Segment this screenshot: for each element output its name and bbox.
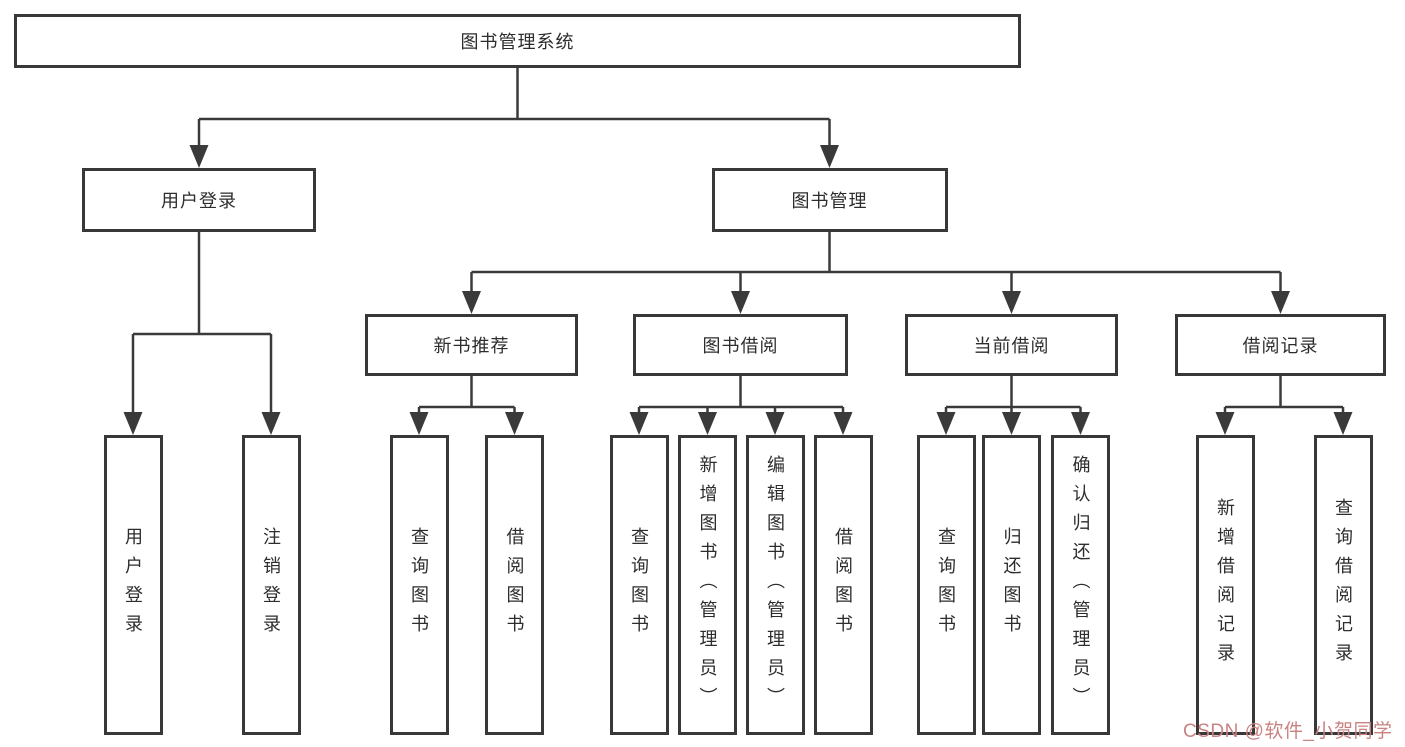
watermark: CSDN @软件_小贺同学 (1183, 721, 1393, 742)
node-book-management: 图书管理 (711, 168, 948, 232)
leaf-label: 查询借阅记录 (1333, 498, 1353, 672)
leaf-label: 查询图书 (629, 527, 649, 643)
leaf-label: 查询图书 (409, 527, 429, 643)
arrowheads (123, 145, 1353, 435)
leaf-logout: 注销登录 (241, 435, 301, 735)
leaf-label: 新增借阅记录 (1215, 498, 1235, 672)
node-borrowing-records: 借阅记录 (1175, 314, 1386, 376)
node-current-borrowing: 当前借阅 (905, 314, 1118, 376)
leaf-records-query-record: 查询借阅记录 (1313, 435, 1373, 735)
leaf-borrowing-edit-books-admin: 编辑图书（管理员） (745, 435, 805, 735)
leaf-newbook-borrow-books: 借阅图书 (485, 435, 544, 735)
leaf-borrowing-query-books: 查询图书 (609, 435, 669, 735)
leaf-label: 用户登录 (123, 527, 143, 643)
leaf-borrowing-borrow-books: 借阅图书 (813, 435, 873, 735)
leaf-label: 新增图书（管理员） (697, 454, 718, 716)
node-book-borrowing: 图书借阅 (633, 314, 848, 376)
leaf-current-query-books: 查询图书 (916, 435, 976, 735)
leaf-user-login: 用户登录 (103, 435, 163, 735)
leaf-newbook-query-books: 查询图书 (389, 435, 449, 735)
leaf-borrowing-add-books-admin: 新增图书（管理员） (678, 435, 737, 735)
leaf-label: 查询图书 (936, 527, 956, 643)
node-system-root: 图书管理系统 (14, 14, 1021, 68)
leaf-records-add-record: 新增借阅记录 (1195, 435, 1255, 735)
leaf-label: 编辑图书（管理员） (765, 454, 785, 716)
node-user-login: 用户登录 (82, 168, 316, 232)
leaf-label: 确认归还（管理员） (1070, 454, 1091, 716)
leaf-label: 借阅图书 (833, 527, 853, 643)
node-new-book-recommend: 新书推荐 (365, 314, 578, 376)
leaf-label: 注销登录 (261, 527, 281, 643)
leaf-label: 归还图书 (1001, 527, 1022, 643)
leaf-current-return-books: 归还图书 (982, 435, 1041, 735)
leaf-current-confirm-return-admin: 确认归还（管理员） (1051, 435, 1110, 735)
leaf-label: 借阅图书 (504, 527, 525, 643)
